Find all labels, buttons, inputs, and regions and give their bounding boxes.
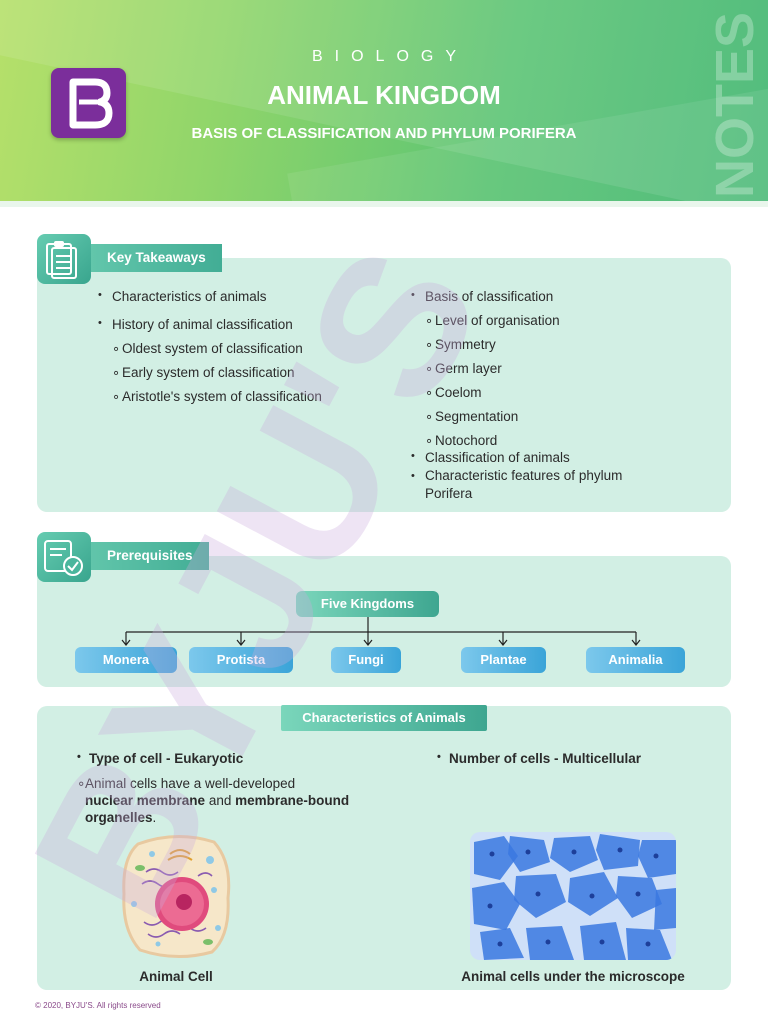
list-item: Early system of classification	[112, 365, 322, 389]
key-takeaways-right-list: Basis of classification Level of organis…	[411, 289, 665, 503]
list-item: Classification of animals	[411, 450, 665, 467]
list-item: Notochord	[425, 433, 675, 450]
list-item: Aristotle's system of classification	[112, 389, 322, 413]
list-item: History of animal classification	[98, 317, 312, 341]
subject-label: BIOLOGY	[311, 48, 469, 65]
microscope-cells-image	[470, 832, 676, 960]
page-subtitle: BASIS OF CLASSIFICATION AND PHYLUM PORIF…	[191, 125, 577, 142]
kingdom-fungi: Fungi	[331, 647, 401, 673]
characteristics-heading: Characteristics of Animals	[281, 705, 487, 731]
kingdom-animalia: Animalia	[586, 647, 685, 673]
list-item: Basis of classification	[411, 289, 665, 313]
kingdom-plantae: Plantae	[461, 647, 546, 673]
list-item: Characteristics of animals	[98, 289, 312, 317]
checklist-icon	[37, 532, 91, 582]
cell-number-bullet: • Number of cells - Multicellular	[437, 751, 642, 766]
copyright-footer: © 2020, BYJU'S. All rights reserved	[35, 1001, 161, 1010]
header-divider	[0, 201, 768, 207]
five-kingdoms-node: Five Kingdoms	[296, 591, 439, 617]
kingdom-protista: Protista	[189, 647, 293, 673]
cell-type-description: ∘ Animal cells have a well-developed nuc…	[77, 776, 350, 825]
svg-text:NOTES: NOTES	[707, 12, 765, 198]
header-banner	[0, 0, 768, 201]
notes-side-label: NOTES	[707, 12, 765, 198]
list-item: Symmetry	[425, 337, 675, 361]
clipboard-list-icon	[37, 234, 91, 284]
list-item: Level of organisation	[425, 313, 675, 337]
list-item: Segmentation	[425, 409, 675, 433]
list-item: Characteristic features of phylum Porife…	[411, 467, 665, 503]
list-item: Germ layer	[425, 361, 675, 385]
cell-type-bullet: • Type of cell - Eukaryotic	[77, 751, 244, 766]
key-takeaways-left-list: Characteristics of animals History of an…	[98, 289, 322, 413]
list-item: Coelom	[425, 385, 675, 409]
list-item: Oldest system of classification	[112, 341, 322, 365]
kingdom-monera: Monera	[75, 647, 177, 673]
animal-cell-illustration	[122, 834, 231, 959]
animal-cell-caption: Animal Cell	[139, 969, 213, 984]
microscope-caption: Animal cells under the microscope	[461, 969, 685, 984]
byjus-logo	[51, 68, 126, 138]
page-title: ANIMAL KINGDOM	[267, 80, 501, 110]
